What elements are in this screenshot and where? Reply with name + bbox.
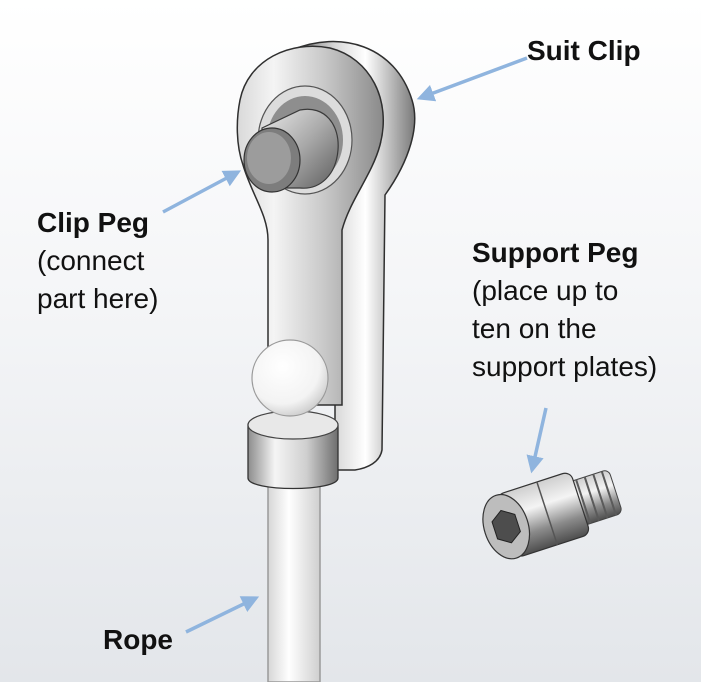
support-peg-arrow (526, 407, 548, 474)
support-peg-note-line: ten on the (472, 313, 597, 344)
clip-peg-arrow (162, 170, 242, 214)
suit-clip-label: Suit Clip (527, 32, 641, 70)
support-peg-title: Support Peg (472, 237, 639, 268)
clip-peg-note-line: (connect (37, 245, 145, 276)
suit-clip-title: Suit Clip (527, 35, 641, 66)
rope-arrow (185, 596, 260, 634)
rope-label: Rope (103, 621, 173, 659)
suit-clip-arrow (416, 56, 528, 102)
rope (267, 469, 321, 682)
support-peg (482, 470, 622, 560)
clip-peg (243, 108, 339, 193)
clip-peg-label: Clip Peg (connect part here) (37, 204, 158, 318)
rope-sleeve (247, 410, 339, 490)
support-peg-note-line: (place up to (472, 275, 619, 306)
clip-peg-title: Clip Peg (37, 207, 150, 238)
support-peg-note-line: support plates) (472, 351, 658, 382)
clip-peg-note-line: part here) (37, 283, 159, 314)
ball (251, 339, 329, 417)
support-peg-label: Support Peg (place up to ten on the supp… (472, 234, 657, 386)
rope-title: Rope (103, 624, 173, 655)
